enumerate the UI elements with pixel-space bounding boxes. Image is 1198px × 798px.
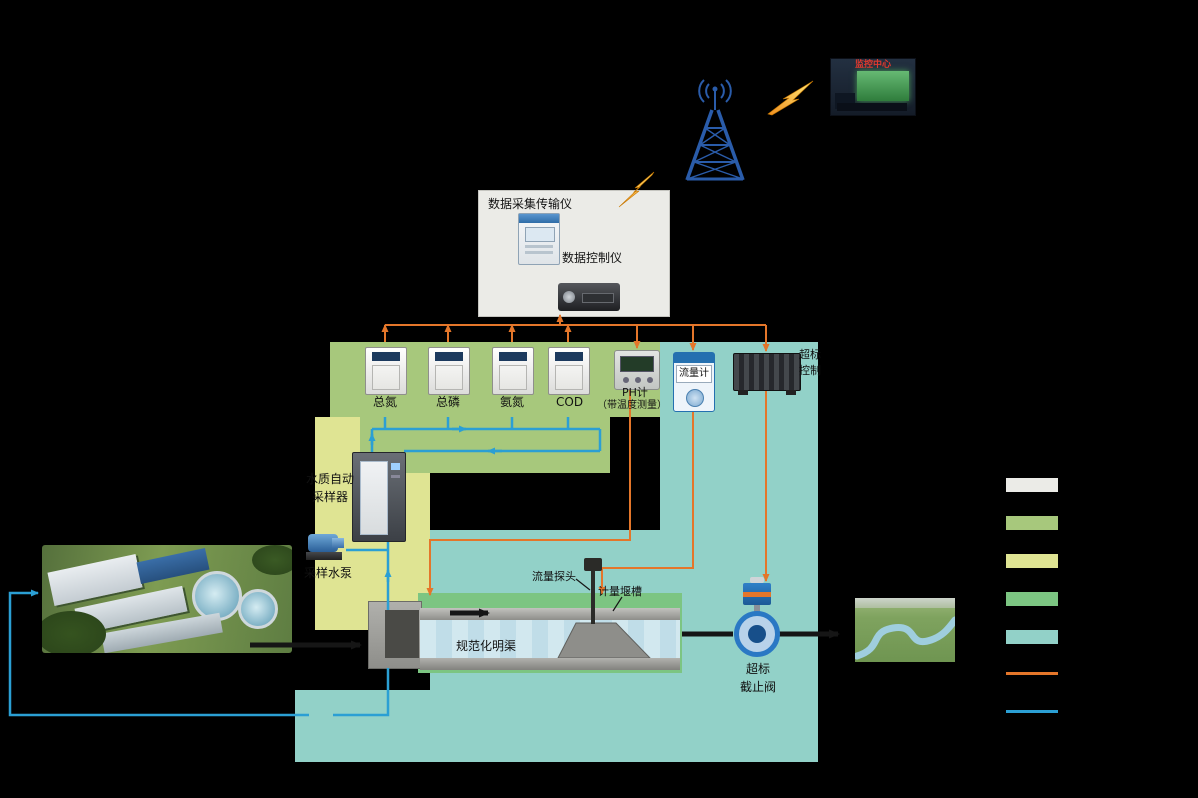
cabinet-screen xyxy=(372,352,400,361)
ph-meter-label: PH计 xyxy=(622,386,648,399)
data-collector-label: 数据采集传输仪 xyxy=(488,197,573,211)
overlimit-controller-label-2: 控制 xyxy=(799,364,821,377)
lightning-bolt-icon xyxy=(618,80,814,208)
analyzer-cabinet-tp xyxy=(428,347,470,395)
control-room-screen xyxy=(857,71,909,101)
device-screen xyxy=(525,227,555,242)
flow-probe-label: 流量探头 xyxy=(532,570,576,583)
channel-water xyxy=(420,620,680,659)
device-foot xyxy=(786,390,796,395)
flow-meter-device: 流量计 xyxy=(673,352,715,412)
river-sky xyxy=(855,598,955,608)
legend-region-analyzers xyxy=(1006,516,1058,530)
valve-label-2: 截止阀 xyxy=(740,680,777,694)
device-panel xyxy=(582,293,614,303)
legend-region-data xyxy=(1006,478,1058,492)
data-controller-label: 数据控制仪 xyxy=(562,251,623,265)
legend-region-sampling xyxy=(1006,554,1058,568)
sampling-pump-device xyxy=(306,530,346,566)
channel-label: 规范化明渠 xyxy=(456,639,517,653)
legend-signal-line xyxy=(1006,672,1058,675)
pump-outlet xyxy=(332,538,344,548)
sampler-label-1: 水质自动 xyxy=(306,472,355,486)
shutoff-valve-device xyxy=(733,577,781,659)
sampler-display xyxy=(391,463,400,470)
pump-base xyxy=(306,552,342,560)
monitor-center-label: 监控中心 xyxy=(854,60,891,70)
monitoring-center-photo: 监控中心 xyxy=(830,58,916,116)
valve-disc xyxy=(748,625,766,643)
analyzer-cabinet-cod xyxy=(548,347,590,395)
channel-top-wall xyxy=(420,608,680,620)
channel-inlet-structure xyxy=(368,601,422,669)
flow-meter-label: 流量计 xyxy=(676,365,712,383)
legend-region-channel xyxy=(1006,592,1058,606)
cabinet-door xyxy=(555,365,583,390)
analyzer-label-cod: COD xyxy=(556,395,584,409)
auto-sampler-device xyxy=(352,452,406,542)
probe-head xyxy=(584,558,602,571)
river-curve xyxy=(855,616,955,660)
plant-trees xyxy=(252,545,292,575)
sampler-button xyxy=(391,475,400,478)
legend-region-control xyxy=(1006,630,1058,644)
device-knob xyxy=(563,291,575,303)
analyzer-label-tp: 总磷 xyxy=(436,395,461,409)
device-foot xyxy=(738,390,748,395)
ph-knob xyxy=(635,377,641,383)
sampling-pump-label: 采样水泵 xyxy=(304,566,353,580)
valve-knob xyxy=(750,577,764,583)
legend-water-line xyxy=(1006,710,1058,713)
plant-photo xyxy=(42,545,292,653)
flow-meter-sensor xyxy=(686,389,704,407)
ph-screen xyxy=(620,356,654,372)
sampler-door xyxy=(360,461,388,535)
device-slot xyxy=(525,245,553,248)
control-room-desk xyxy=(837,103,907,111)
cabinet-door xyxy=(372,365,400,390)
cabinet-screen xyxy=(555,352,583,361)
river-photo xyxy=(855,598,955,662)
analyzer-cabinet-nh xyxy=(492,347,534,395)
device-slot xyxy=(525,251,553,254)
flow-meter-header xyxy=(674,353,714,363)
valve-label-1: 超标 xyxy=(746,662,771,676)
ph-meter-note: （带温度测量） xyxy=(597,400,667,411)
cabinet-door xyxy=(499,365,527,390)
cabinet-door xyxy=(435,365,463,390)
device-header xyxy=(519,214,559,223)
region-control-bottom xyxy=(295,690,818,762)
analyzer-label-tn: 总氮 xyxy=(373,395,398,409)
cabinet-screen xyxy=(435,352,463,361)
analyzer-cabinet-tn xyxy=(365,347,407,395)
overlimit-controller-device xyxy=(733,353,801,395)
overlimit-controller-label-1: 超标 xyxy=(799,348,821,361)
pump-body xyxy=(308,534,338,552)
cabinet-screen xyxy=(499,352,527,361)
radio-tower-icon xyxy=(685,79,745,181)
valve-actuator-stripe xyxy=(743,592,771,597)
probe-rod xyxy=(591,571,595,624)
valve-stem xyxy=(754,605,760,612)
channel-bottom-wall xyxy=(420,658,680,670)
ph-knob xyxy=(623,377,629,383)
plant-clarifier xyxy=(238,589,278,629)
ph-meter-device xyxy=(614,350,660,390)
data-controller-device xyxy=(558,283,620,311)
sampler-label-2: 采样器 xyxy=(312,490,349,504)
plant-trees xyxy=(42,611,106,653)
weir-label: 计量堰槽 xyxy=(598,585,642,598)
inlet-opening xyxy=(385,610,419,658)
analyzer-label-nh: 氨氮 xyxy=(500,395,525,409)
data-collector-device xyxy=(518,213,560,265)
ph-knob xyxy=(647,377,653,383)
